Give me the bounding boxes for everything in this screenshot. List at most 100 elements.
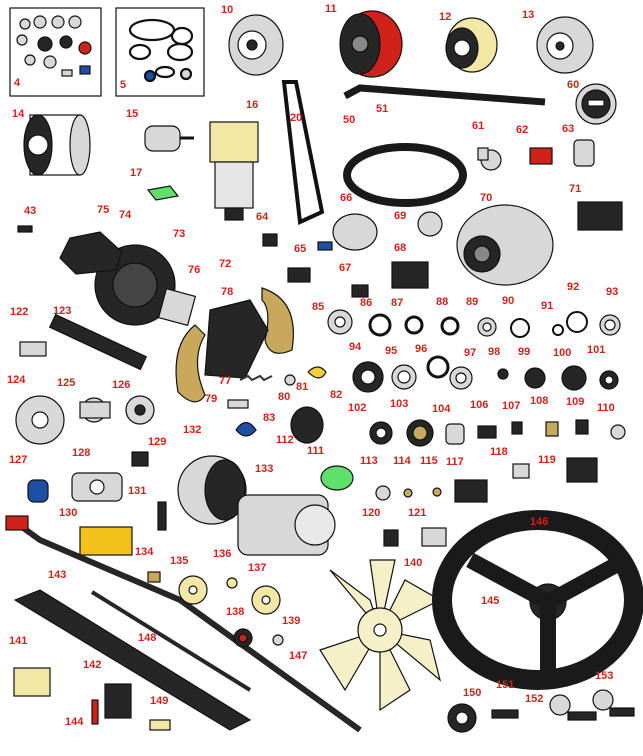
bracket-129 [131,451,149,467]
callout-67: 67 [339,262,352,274]
callout-142: 142 [83,659,102,671]
gauge-60 [575,83,617,125]
callout-69: 69 [394,210,407,222]
callout-131: 131 [128,485,147,497]
relay-68 [391,261,429,289]
strap-143 [13,589,252,731]
callout-17: 17 [130,167,143,179]
plate-142 [104,683,132,719]
callout-76: 76 [188,264,201,276]
callout-127: 127 [9,454,28,466]
callout-106: 106 [470,399,489,411]
tie-rod-end-151 [491,709,519,719]
callout-66: 66 [340,192,353,204]
small-parts-113-119 [375,457,598,503]
clamp-121 [421,527,447,547]
callout-151: 151 [496,679,515,691]
callout-129: 129 [148,436,167,448]
kit-5-parts [128,18,194,83]
callout-99: 99 [518,346,531,358]
callout-108: 108 [530,395,549,407]
hose-51 [343,84,546,106]
cap-112 [290,406,324,444]
callout-61: 61 [472,120,485,132]
spring-83 [235,421,257,437]
callout-11: 11 [325,3,337,15]
callout-110: 110 [597,402,615,414]
terminal-red [5,515,29,531]
callout-111: 111 [307,445,325,457]
callout-77: 77 [219,375,232,387]
callout-81: 81 [296,381,309,393]
key-switch-61 [477,147,502,171]
bracket-67 [351,284,369,298]
callout-137: 137 [248,562,267,574]
callout-122: 122 [10,306,29,318]
oil-filter-10 [228,14,284,76]
callout-117: 117 [446,456,464,468]
ball-joint-152 [549,694,597,721]
washer-137 [251,585,281,615]
fuel-pump-66 [317,213,378,251]
callout-93: 93 [606,286,619,298]
pin-79 [227,399,249,409]
connector-64 [262,233,278,247]
callout-62: 62 [516,124,529,136]
callout-74: 74 [119,209,132,221]
callout-79: 79 [205,393,218,405]
caliper-bracket-78 [204,299,269,379]
callout-82: 82 [330,389,343,401]
ball-joint-153 [592,689,635,717]
gasket-128 [71,472,123,502]
callout-78: 78 [221,286,234,298]
spring-82 [307,366,327,379]
callout-83: 83 [263,412,276,424]
callout-143: 143 [48,569,67,581]
callout-109: 109 [566,396,585,408]
flange-126 [125,395,155,425]
switch-62 [529,147,553,165]
callout-144: 144 [65,716,84,728]
callout-150: 150 [463,687,482,699]
kit-4-parts [16,15,92,77]
callout-112: 112 [276,434,294,446]
callout-119: 119 [538,454,556,466]
callout-91: 91 [541,300,554,312]
callout-152: 152 [525,693,544,705]
shoe-76 [175,324,206,403]
callout-71: 71 [569,183,582,195]
plate-85-flange [157,287,197,327]
callout-12: 12 [439,11,452,23]
callout-60: 60 [567,79,580,91]
rod-148 [90,590,252,692]
callout-139: 139 [282,615,301,627]
callout-94: 94 [349,341,362,353]
callout-97: 97 [464,347,477,359]
washer-row [327,309,621,338]
callout-96: 96 [415,343,428,355]
callout-130: 130 [59,507,78,519]
callout-15: 15 [126,108,139,120]
mount-127 [27,479,49,503]
callout-138: 138 [226,606,245,618]
callout-4: 4 [14,77,21,89]
callout-16: 16 [246,99,259,111]
green-part-17 [146,185,180,201]
cable-130-red [13,519,362,733]
thermostat-69 [417,211,443,237]
callout-68: 68 [394,242,407,254]
hose-50 [343,143,467,207]
kit-4-box [9,7,102,97]
callout-126: 126 [112,379,131,391]
clip-134 [147,571,161,583]
belt-20 [281,80,325,225]
callout-120: 120 [362,507,381,519]
separator-16 [209,121,259,221]
alternator-132 [177,455,247,525]
callout-51: 51 [376,103,389,115]
callout-13: 13 [522,9,535,21]
bracket-74-75 [59,231,123,275]
callout-140: 140 [404,557,423,569]
callout-149: 149 [150,695,169,707]
